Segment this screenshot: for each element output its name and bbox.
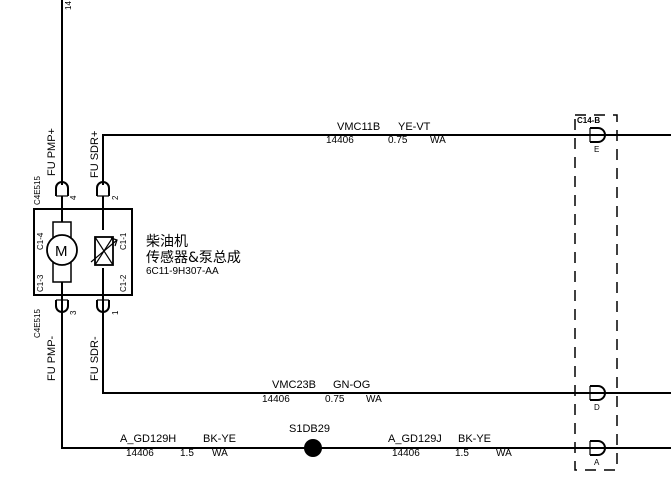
- wire-gd129j-size: 1.5: [455, 448, 469, 459]
- component-box: [33, 208, 133, 296]
- wire-gd129h-labels: A_GD129H BK-YE 14406 1.5 WA: [120, 433, 236, 459]
- pin-1-label: 1: [111, 310, 120, 315]
- circuit-fu-sdr-minus: FU SDR-: [89, 336, 101, 381]
- pin-3-bottom: [55, 299, 69, 313]
- pin-c1-2: C1-2: [119, 274, 128, 292]
- c14b-pin-e-label: E: [594, 145, 599, 154]
- wire-gd129: [61, 310, 671, 449]
- wire-vmc23b: [102, 310, 671, 394]
- connector-c4e515-bottom: C4E515: [33, 309, 42, 338]
- pin-3-label: 3: [69, 310, 78, 315]
- wire-vmc11b: [102, 134, 671, 185]
- wire-vmc23b-code: 14406: [262, 394, 290, 405]
- wire-vmc11b-labels: VMC11B YE-VT 14406 0.75 WA: [326, 121, 446, 146]
- wire-vmc11b-color: YE-VT: [398, 121, 431, 133]
- pin-c1-4: C1-4: [36, 232, 45, 250]
- wire-gd129h-code: 14406: [126, 448, 154, 459]
- c14b-pin-a-label: A: [594, 458, 600, 467]
- pin-1-bottom: [96, 299, 110, 313]
- wire-gd129h-color: BK-YE: [203, 433, 236, 445]
- top-cut-label: 14: [64, 1, 73, 10]
- pin-4-label: 4: [69, 195, 78, 200]
- wire-vmc23b-size: 0.75: [325, 394, 345, 405]
- sensor-icon: [90, 236, 118, 266]
- wire-vmc11b-size: 0.75: [388, 135, 408, 146]
- connector-c14b-outline: [574, 114, 618, 471]
- motor-icon: [46, 234, 78, 266]
- splice-label: S1DB29: [289, 423, 330, 435]
- wire-vmc23b-labels: VMC23B GN-OG 14406 0.75 WA: [262, 379, 382, 405]
- wire-vmc23b-name: VMC23B: [272, 379, 316, 391]
- wire-gd129j-labels: A_GD129J BK-YE 14406 1.5 WA: [388, 433, 512, 459]
- component-part-number: 6C11-9H307-AA: [146, 266, 219, 277]
- pin-c1-1: C1-1: [119, 232, 128, 250]
- c14b-pin-d: [589, 385, 606, 401]
- wire-vmc11b-type: WA: [430, 135, 446, 146]
- connector-c4e515-top: C4E515: [33, 176, 42, 205]
- component-name-cn-2: 传感器&泵总成: [146, 249, 241, 266]
- wire-vmc11b-name: VMC11B: [337, 121, 380, 133]
- connector-c14b-label: C14-B: [577, 116, 600, 125]
- circuit-fu-pmp-plus: FU PMP+: [46, 128, 58, 176]
- wire-gd129h-size: 1.5: [180, 448, 194, 459]
- pin-c1-3: C1-3: [36, 274, 45, 292]
- c14b-pin-a: [589, 440, 606, 456]
- wire-vmc23b-type: WA: [366, 394, 382, 405]
- wire-gd129j-name: A_GD129J: [388, 433, 442, 445]
- wire-gd129j-type: WA: [496, 448, 512, 459]
- circuit-fu-pmp-minus: FU PMP-: [46, 335, 58, 381]
- motor-symbol: M: [55, 243, 68, 260]
- pin-2-label: 2: [111, 195, 120, 200]
- wire-gd129h-name: A_GD129H: [120, 433, 176, 445]
- wire-gd129h-type: WA: [212, 448, 228, 459]
- wire-vmc11b-code: 14406: [326, 135, 354, 146]
- splice-s1db29: [304, 439, 322, 457]
- circuit-fu-sdr-plus: FU SDR+: [89, 131, 101, 178]
- wire-vmc23b-color: GN-OG: [333, 379, 370, 391]
- component-name-cn-1: 柴油机: [146, 234, 188, 250]
- c14b-pin-e: [589, 127, 606, 143]
- wire-gd129j-color: BK-YE: [458, 433, 491, 445]
- c14b-pin-d-label: D: [594, 403, 600, 412]
- wire-gd129j-code: 14406: [392, 448, 420, 459]
